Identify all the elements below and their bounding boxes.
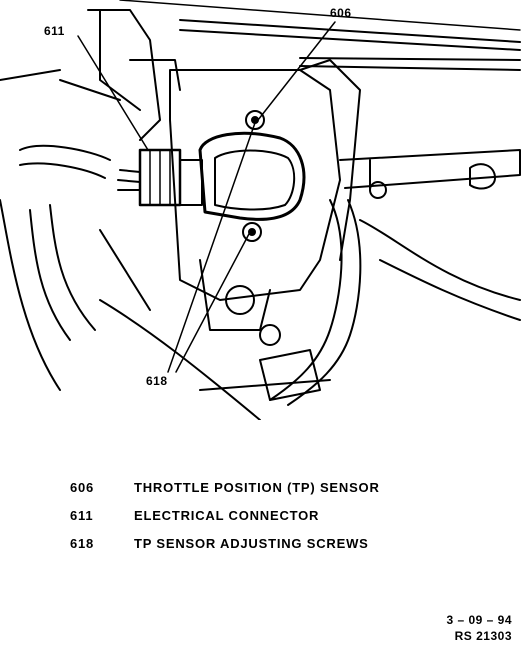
callout-618: 618 <box>146 374 168 388</box>
legend-label: TP SENSOR ADJUSTING SCREWS <box>134 536 369 551</box>
legend-item: 606 THROTTLE POSITION (TP) SENSOR <box>70 480 490 508</box>
callout-606: 606 <box>330 6 352 20</box>
legend-number: 611 <box>70 508 94 523</box>
legend-item: 611 ELECTRICAL CONNECTOR <box>70 508 490 536</box>
legend-number: 618 <box>70 536 95 551</box>
hoses <box>0 144 261 420</box>
figure-date: 3 – 09 – 94 <box>446 613 512 627</box>
leader-lines <box>77 21 336 373</box>
electrical-connector <box>117 148 203 207</box>
legend-item: 618 TP SENSOR ADJUSTING SCREWS <box>70 536 490 564</box>
throttle-body <box>169 59 521 346</box>
figure-footer: 3 – 09 – 94 RS 21303 <box>446 612 512 644</box>
figure-reference: RS 21303 <box>454 629 512 643</box>
callout-611: 611 <box>44 24 65 38</box>
leader-618-a <box>175 231 251 373</box>
leader-618-b <box>167 119 257 373</box>
legend-label: ELECTRICAL CONNECTOR <box>134 508 320 523</box>
legend: 606 THROTTLE POSITION (TP) SENSOR 611 EL… <box>70 480 490 564</box>
legend-label: THROTTLE POSITION (TP) SENSOR <box>134 480 380 495</box>
fuel-rail-lines <box>119 0 521 71</box>
lower-hose <box>199 199 521 406</box>
legend-number: 606 <box>70 480 95 495</box>
leader-606 <box>257 21 336 121</box>
bracket-structure <box>0 9 181 141</box>
leader-611 <box>77 35 149 151</box>
throttle-body-illustration <box>0 0 521 420</box>
